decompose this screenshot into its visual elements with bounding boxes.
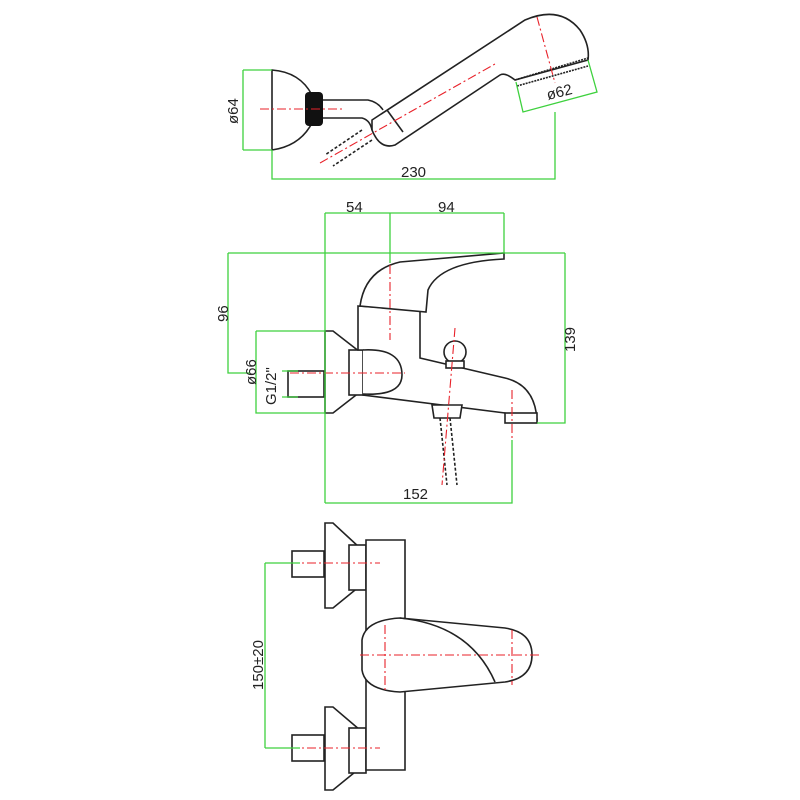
dim-lever-offset: 54 — [346, 199, 363, 216]
dim-spout-offset: 94 — [438, 199, 455, 216]
hand-shower-view: ø64 ø62 230 — [225, 13, 598, 181]
dim-plate-diameter: ø66 — [243, 359, 260, 385]
dim-shower-length: 230 — [401, 164, 426, 181]
dim-thread: G1/2" — [263, 367, 280, 405]
dim-head-diameter: ø62 — [545, 81, 574, 104]
dim-total-height: 139 — [562, 327, 579, 352]
mixer-front-view: 150±20 — [250, 522, 540, 791]
dim-projection: 152 — [403, 486, 428, 503]
mixer-side-view: 54 94 96 139 ø66 G1/2" 152 — [215, 199, 579, 504]
dim-height-inlet: 96 — [215, 305, 232, 322]
dim-inlet-spacing: 150±20 — [250, 640, 267, 690]
dim-support-diameter: ø64 — [225, 98, 242, 124]
